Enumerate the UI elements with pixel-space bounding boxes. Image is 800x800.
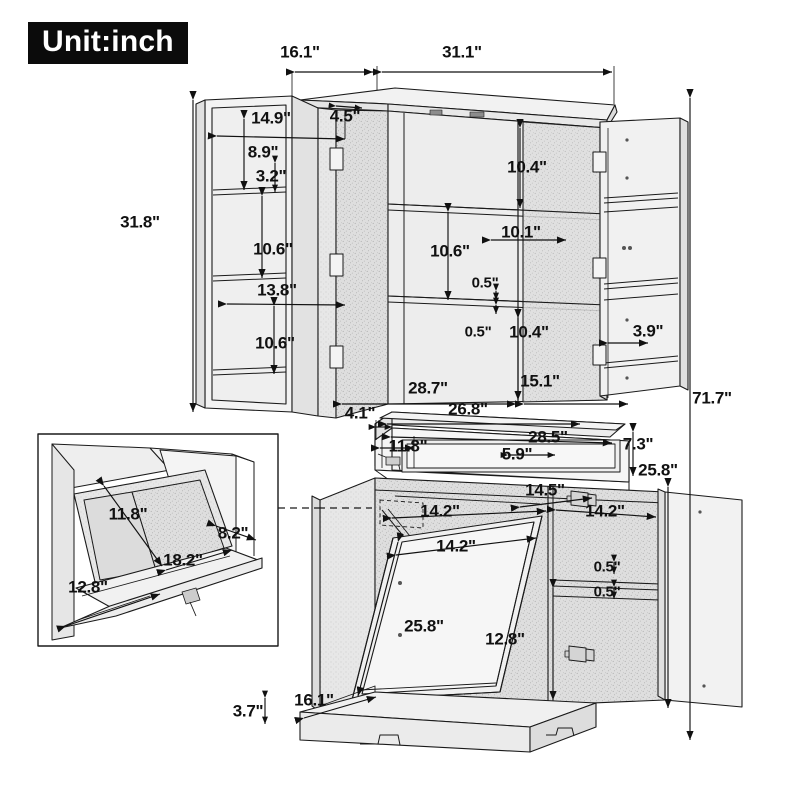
dimension-lower-right-width: 14.2" <box>585 501 625 521</box>
dimension-lines <box>56 66 694 740</box>
dimension-body-sec-top: 10.4" <box>507 157 547 177</box>
unit-badge: Unit:inch <box>28 22 188 64</box>
upper-right-door <box>599 117 689 401</box>
dimension-base-height: 3.7" <box>232 701 264 721</box>
dimension-door-sec4: 10.6" <box>255 333 295 353</box>
upper-carcass <box>335 109 608 419</box>
dimension-body-gap-2: 0.5" <box>464 323 492 341</box>
dimension-lower-gap-2: 0.5" <box>593 583 621 601</box>
dimension-drawer-depth: 11.8" <box>388 436 428 456</box>
upper-right-hinges <box>592 151 607 366</box>
dimension-width-top: 31.1" <box>442 42 482 62</box>
dimension-depth-top: 16.1" <box>280 42 320 62</box>
dimension-body-gap-1: 0.5" <box>471 274 499 292</box>
dimension-door-sec1: 8.9" <box>247 142 279 162</box>
dimension-detail-shelf-depth: 11.8" <box>108 504 148 524</box>
dimension-upper-height: 31.8" <box>120 212 160 232</box>
dimension-tilt-bin-width: 14.2" <box>436 536 476 556</box>
dimension-body-mid-height: 10.6" <box>430 241 470 261</box>
dimension-door-gap-top: 4.5" <box>329 106 361 126</box>
dimension-body-right-width: 15.1" <box>520 371 560 391</box>
dimension-detail-side-depth: 8.2" <box>217 523 249 543</box>
dimension-door-shelf-width-2: 13.8" <box>257 280 297 300</box>
dimension-lower-left-width: 14.2" <box>420 501 460 521</box>
dimension-detail-front-width: 12.8" <box>68 577 108 597</box>
dimension-body-mid-width: 10.1" <box>501 222 541 242</box>
dimension-lower-shelf-height: 12.8" <box>485 629 525 649</box>
dimension-tilt-bin-height: 25.8" <box>404 616 444 636</box>
upper-left-hinges <box>329 147 344 369</box>
dimension-right-door-depth: 3.9" <box>632 321 664 341</box>
dimension-door-sec3: 10.6" <box>253 239 293 259</box>
upper-left-door-edge <box>291 95 337 419</box>
dimension-door-shelf-width: 14.9" <box>251 108 291 128</box>
dimension-drawer-face-width: 28.5" <box>528 427 568 447</box>
dimension-detail-shelf-width: 18.2" <box>163 550 203 570</box>
dimension-height-overall: 71.7" <box>692 388 732 408</box>
dimension-drawer-face-height: 7.3" <box>622 434 654 454</box>
dimension-lower-door-height: 25.8" <box>638 460 678 480</box>
upper-left-door <box>195 95 293 413</box>
dimension-body-sec-bottom: 10.4" <box>509 322 549 342</box>
dimension-drawer-top-width: 26.8" <box>448 399 488 419</box>
dimension-body-inner-width: 28.7" <box>408 378 448 398</box>
dimension-door-sec2: 3.2" <box>255 166 287 186</box>
dimension-drawer-handle: 5.9" <box>501 444 533 464</box>
dimension-drawer-offset: 4.1" <box>344 403 376 423</box>
dimension-lower-hinge-span: 14.5" <box>525 480 565 500</box>
dimension-lower-gap-1: 0.5" <box>593 558 621 576</box>
dimension-base-depth: 16.1" <box>294 690 334 710</box>
